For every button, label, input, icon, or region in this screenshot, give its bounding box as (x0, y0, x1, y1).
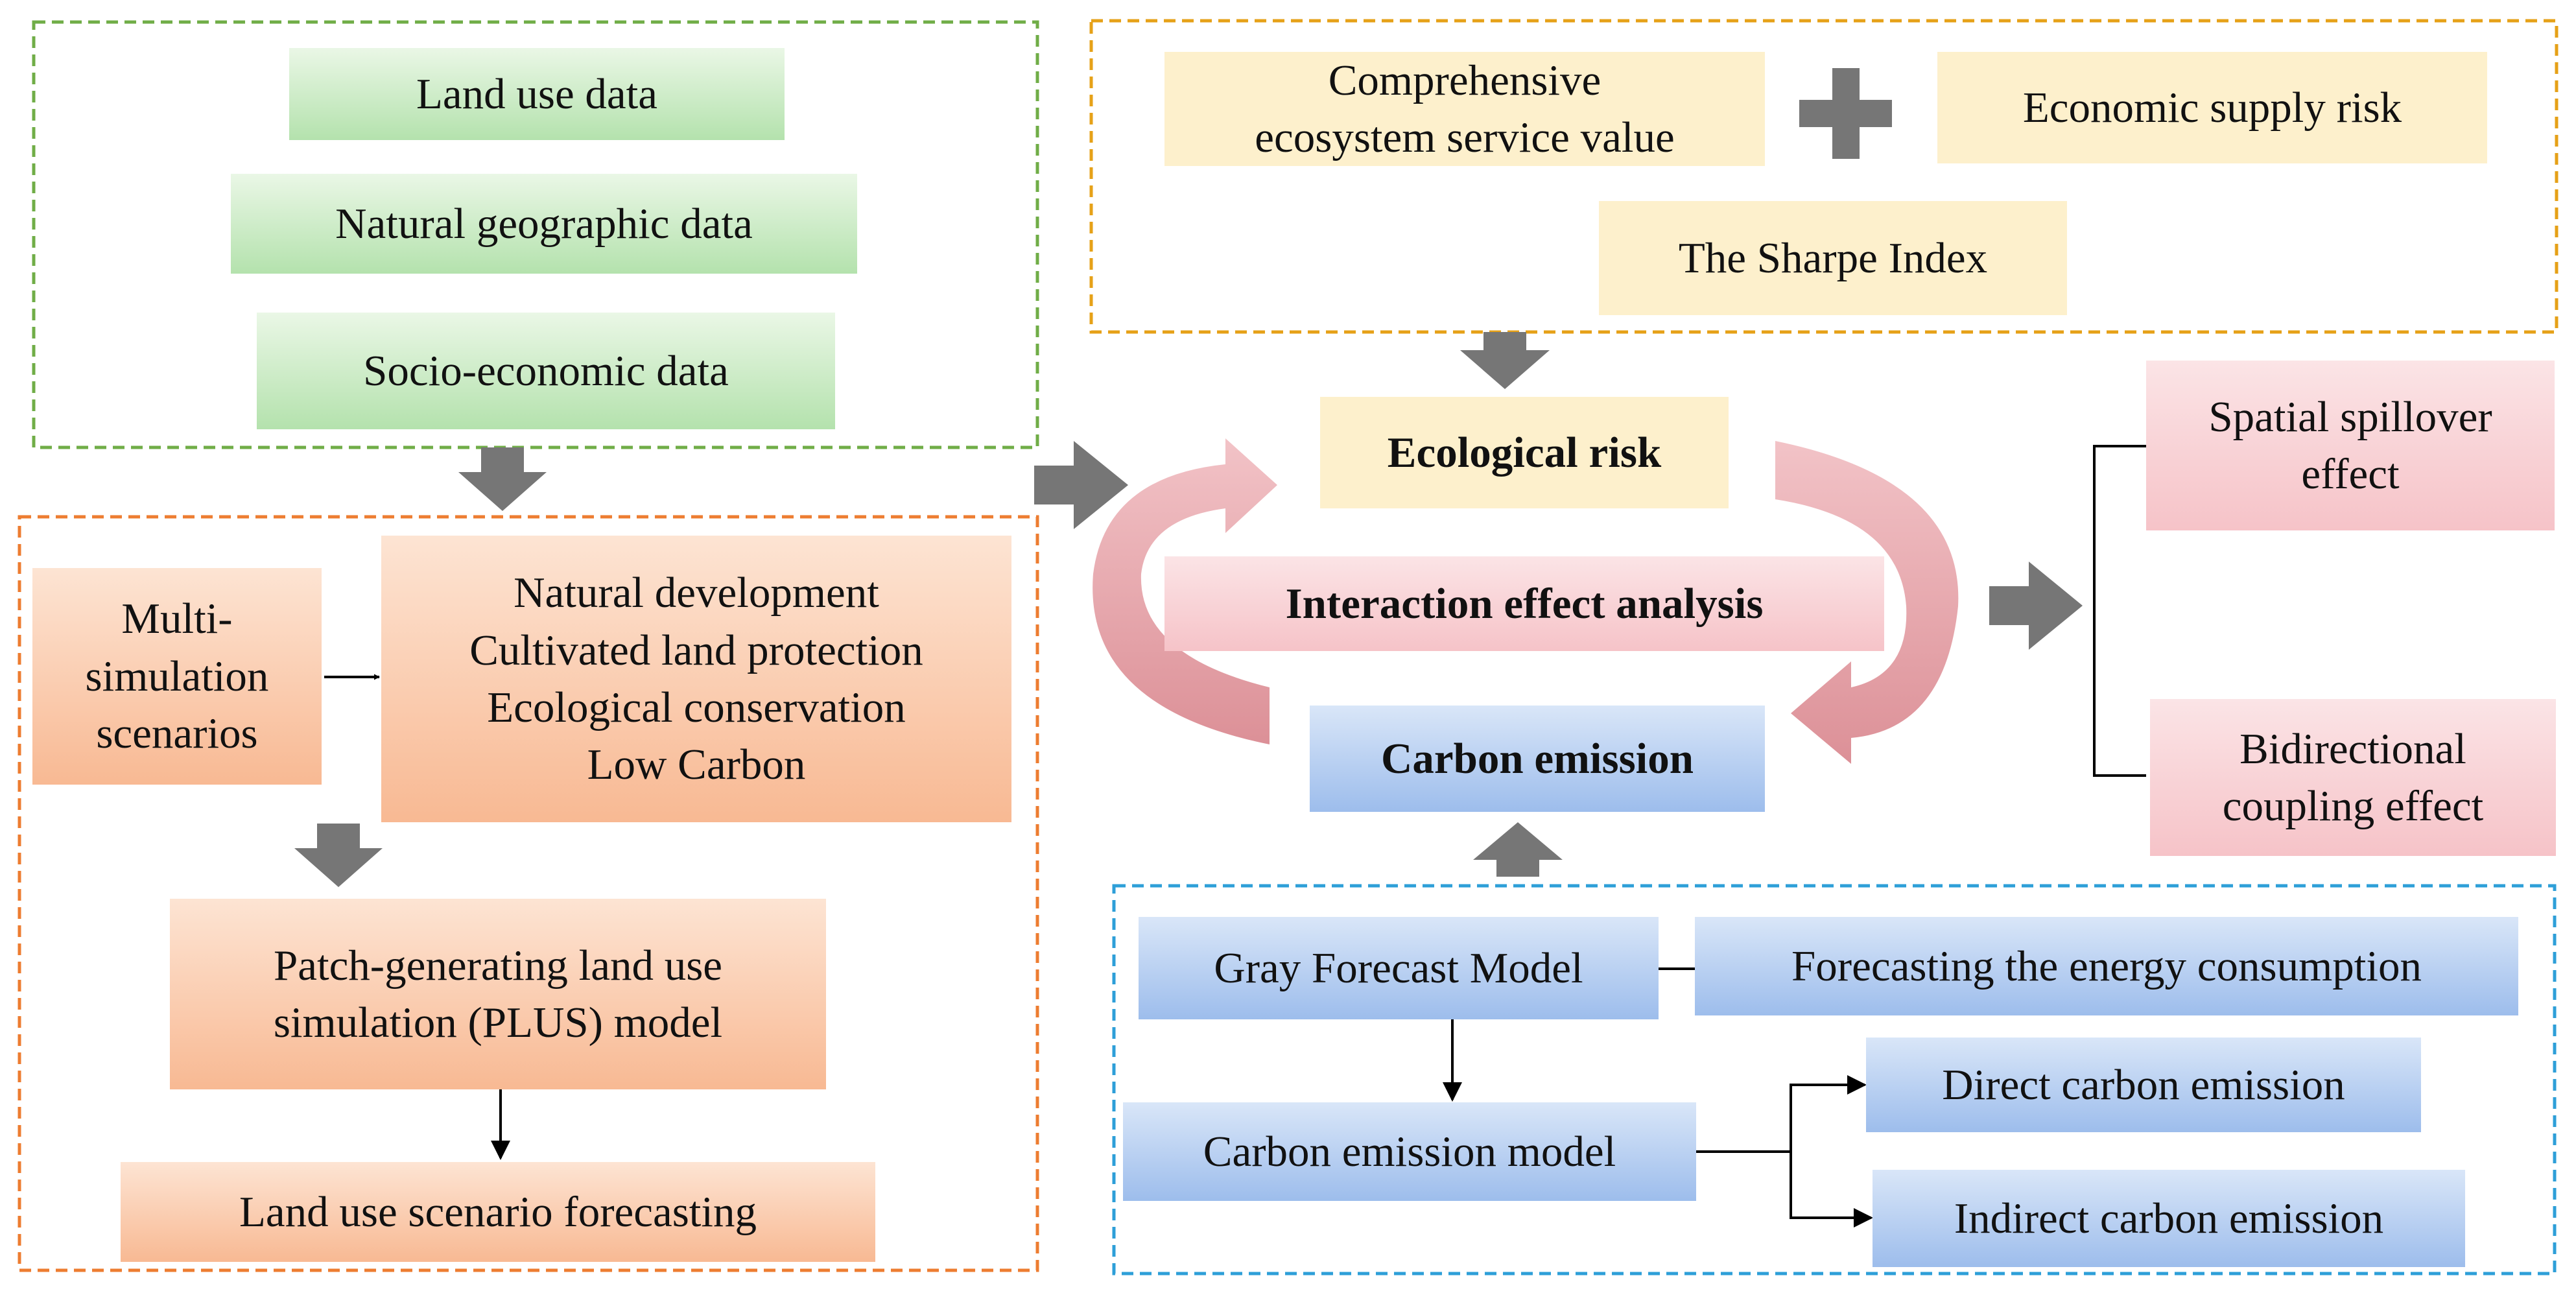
ecological-risk-box: Ecological risk (1320, 397, 1729, 508)
down-arrow-to-ecological-risk (1460, 332, 1550, 389)
gray-forecast-model-label: Gray Forecast Model (1214, 943, 1583, 992)
effects-bracket (2093, 445, 2146, 777)
multi-scenarios-line-3: scenarios (96, 709, 258, 758)
natural-geographic-data-box: Natural geographic data (231, 174, 857, 274)
bidirectional-line-1: Bidirectional (2239, 724, 2466, 773)
land-use-scenario-forecasting-box: Land use scenario forecasting (121, 1162, 875, 1262)
indirect-carbon-emission-box: Indirect carbon emission (1873, 1170, 2465, 1267)
direct-carbon-emission-label: Direct carbon emission (1942, 1060, 2345, 1109)
scenario-low-carbon: Low Carbon (587, 741, 806, 789)
bidirectional-line-2: coupling effect (2222, 782, 2484, 830)
multi-simulation-scenarios-box: Multi- simulation scenarios (32, 568, 322, 785)
spatial-spillover-line-1: Spatial spillover (2208, 392, 2492, 441)
ecosystem-service-value-box: Comprehensive ecosystem service value (1164, 52, 1765, 166)
down-arrow-data-to-simulation (458, 447, 547, 511)
natural-geographic-data-label: Natural geographic data (335, 199, 753, 248)
energy-consumption-forecast-label: Forecasting the energy consumption (1791, 942, 2422, 990)
land-use-data-label: Land use data (416, 69, 658, 118)
cycle-arrow-right (1775, 441, 1959, 764)
economic-supply-risk-label: Economic supply risk (2022, 83, 2402, 132)
data-inputs-frame (32, 20, 1039, 449)
sharpe-index-label: The Sharpe Index (1678, 233, 1988, 282)
bidirectional-coupling-effect-box: Bidirectional coupling effect (2150, 699, 2556, 856)
scenario-cultivated-land-protection: Cultivated land protection (469, 626, 923, 674)
multi-scenarios-line-1: Multi- (121, 595, 233, 643)
direct-carbon-emission-box: Direct carbon emission (1866, 1038, 2421, 1132)
socio-economic-data-label: Socio-economic data (363, 346, 729, 395)
plus-model-box: Patch-generating land use simulation (PL… (170, 899, 826, 1089)
land-use-data-box: Land use data (289, 48, 785, 140)
carbon-emission-label: Carbon emission (1380, 734, 1694, 783)
energy-consumption-forecast-box: Forecasting the energy consumption (1695, 917, 2518, 1015)
up-arrow-to-carbon-emission (1473, 822, 1563, 877)
interaction-effect-analysis-label: Interaction effect analysis (1285, 579, 1764, 628)
gray-forecast-model-box: Gray Forecast Model (1139, 917, 1659, 1019)
connector-carbon-model-to-direct (1696, 1075, 1867, 1153)
scenario-ecological-conservation: Ecological conservation (487, 683, 906, 731)
carbon-emission-model-label: Carbon emission model (1203, 1127, 1616, 1176)
carbon-model-frame (1112, 884, 2557, 1275)
scenario-natural-development: Natural development (514, 569, 879, 617)
ecosystem-service-line-1: Comprehensive (1328, 56, 1601, 104)
interaction-effect-analysis-box: Interaction effect analysis (1164, 556, 1884, 651)
plus-sign-vertical (1832, 68, 1860, 159)
sharpe-index-box: The Sharpe Index (1599, 201, 2067, 315)
right-arrow-to-effects (1989, 562, 2083, 650)
plus-model-line-1: Patch-generating land use (273, 941, 723, 990)
right-arrow-to-ecological-risk (1034, 441, 1128, 529)
ecological-inputs-frame (1089, 19, 2558, 334)
connector-carbon-model-to-indirect (1790, 1152, 1873, 1228)
indirect-carbon-emission-label: Indirect carbon emission (1954, 1194, 2384, 1242)
scenarios-list-box: Natural development Cultivated land prot… (381, 536, 1011, 822)
cycle-arrow-left (1093, 438, 1277, 744)
plus-model-line-2: simulation (PLUS) model (273, 999, 723, 1047)
socio-economic-data-box: Socio-economic data (257, 313, 835, 429)
economic-supply-risk-box: Economic supply risk (1937, 52, 2487, 163)
ecological-risk-label: Ecological risk (1387, 428, 1662, 477)
land-use-scenario-forecasting-label: Land use scenario forecasting (239, 1187, 757, 1236)
simulation-frame (18, 515, 1039, 1272)
carbon-emission-box: Carbon emission (1310, 706, 1765, 812)
spatial-spillover-line-2: effect (2301, 450, 2400, 498)
ecosystem-service-line-2: ecosystem service value (1255, 113, 1675, 161)
spatial-spillover-effect-box: Spatial spillover effect (2146, 361, 2555, 530)
down-arrow-scenarios-to-plus (294, 824, 383, 887)
multi-scenarios-line-2: simulation (85, 652, 269, 700)
carbon-emission-model-box: Carbon emission model (1123, 1102, 1696, 1201)
